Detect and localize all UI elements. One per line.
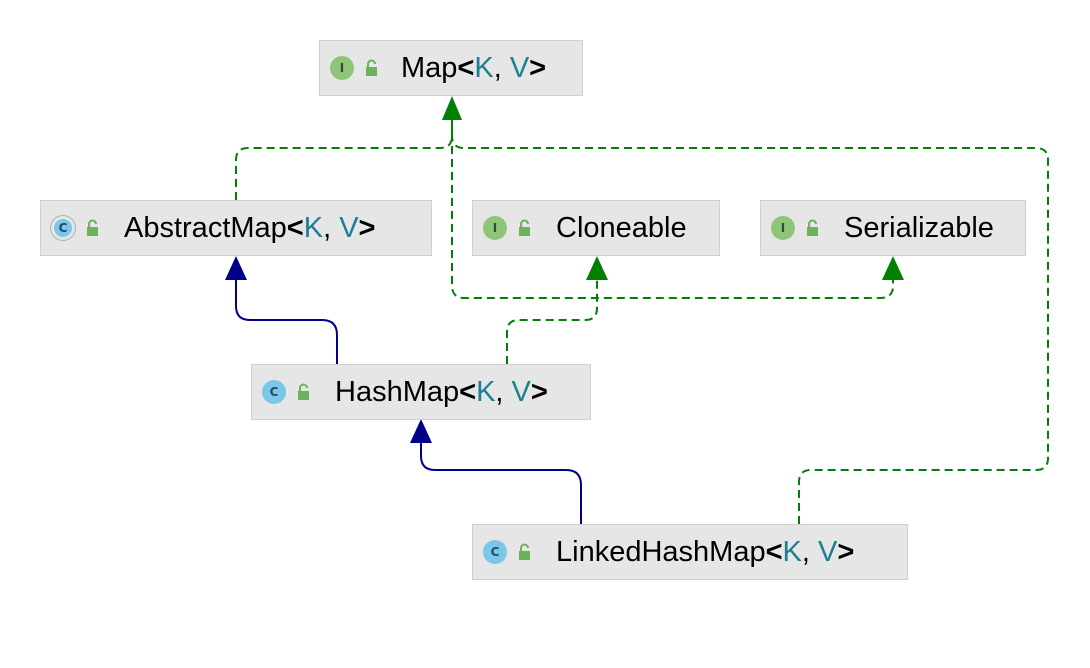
public-visibility-icon (516, 543, 532, 561)
arrowhead-hashmap (410, 419, 432, 443)
type-param-v: V (509, 51, 530, 84)
node-serializable[interactable]: I Serializable (760, 200, 1026, 256)
generic-open: < (459, 375, 477, 408)
generic-open: < (765, 535, 783, 568)
interface-icon: I (330, 56, 354, 80)
arrowhead-serializable (882, 256, 904, 280)
edge-hashmap-implements-map (451, 120, 894, 299)
comma: , (801, 535, 818, 568)
interface-icon: I (771, 216, 795, 240)
node-label: HashMap<K, V> (335, 376, 548, 409)
edge-hashmap-implements-cloneable (506, 280, 598, 364)
arrowhead-cloneable (586, 256, 608, 280)
extends-edges (235, 280, 582, 524)
arrowhead-abstractmap (225, 256, 247, 280)
type-param-k: K (303, 211, 324, 244)
generic-close: > (358, 211, 376, 244)
class-name: Cloneable (556, 211, 687, 244)
public-visibility-icon (84, 219, 100, 237)
edge-abstractmap-implements-map (235, 120, 453, 200)
edge-linkedhashmap-implements-map (451, 120, 1049, 524)
node-map[interactable]: I Map<K, V> (319, 40, 583, 96)
generic-close: > (837, 535, 855, 568)
type-param-k: K (474, 51, 494, 84)
node-hash-map[interactable]: C HashMap<K, V> (251, 364, 591, 420)
node-label: LinkedHashMap<K, V> (556, 536, 854, 569)
generic-close: > (530, 375, 548, 408)
type-param-k: K (782, 535, 802, 568)
comma: , (323, 211, 340, 244)
public-visibility-icon (295, 383, 311, 401)
generic-open: < (286, 211, 304, 244)
public-visibility-icon (804, 219, 820, 237)
node-label: AbstractMap<K, V> (124, 212, 375, 245)
type-param-v: V (817, 535, 838, 568)
arrowhead-map (442, 96, 462, 120)
type-param-v: V (511, 375, 531, 408)
interface-icon: I (483, 216, 507, 240)
comma: , (495, 375, 512, 408)
node-label: Map<K, V> (401, 52, 546, 85)
generic-close: > (529, 51, 547, 84)
edge-hashmap-extends-abstractmap (235, 280, 338, 364)
type-param-v: V (339, 211, 359, 244)
implements-edges (235, 120, 1049, 524)
class-name: HashMap (335, 375, 460, 408)
type-param-k: K (476, 375, 496, 408)
node-abstract-map[interactable]: C AbstractMap<K, V> (40, 200, 432, 256)
class-icon: C (483, 540, 507, 564)
edge-linkedhashmap-extends-hashmap (420, 443, 582, 524)
public-visibility-icon (363, 59, 379, 77)
comma: , (493, 51, 510, 84)
class-name: Map (401, 51, 458, 84)
generic-open: < (457, 51, 475, 84)
class-icon: C (262, 380, 286, 404)
node-cloneable[interactable]: I Cloneable (472, 200, 720, 256)
node-linked-hash-map[interactable]: C LinkedHashMap<K, V> (472, 524, 908, 580)
abstract-class-icon: C (51, 216, 75, 240)
class-name: AbstractMap (124, 211, 287, 244)
public-visibility-icon (516, 219, 532, 237)
class-name: LinkedHashMap (556, 535, 766, 568)
class-name: Serializable (844, 211, 994, 244)
